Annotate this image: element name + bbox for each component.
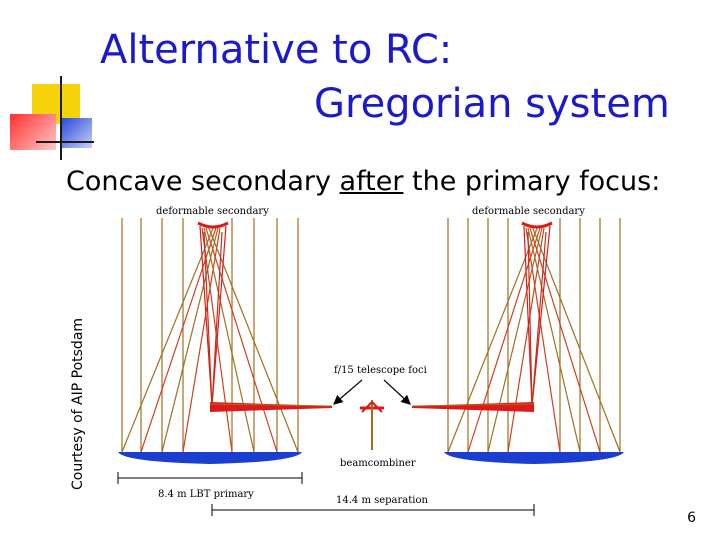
deco-pink-square [10,114,56,150]
foci-label: f/15 telescope foci [334,365,427,376]
right-secondary-mirror [521,221,553,229]
slide-subtitle: Concave secondary after the primary focu… [66,166,660,197]
left-converging-rays [121,225,299,453]
deco-horizontal-line [36,141,94,143]
title-line-1: Alternative to RC: [100,27,453,73]
title-line-2: Gregorian system [314,81,670,127]
right-relay-beam [411,402,535,412]
primary-dimension [117,472,303,484]
left-secondary-mirror [197,221,229,229]
separation-label: 14.4 m separation [336,495,428,506]
deco-blue-square [62,118,92,148]
right-converging-rays [447,225,621,453]
subtitle-part-1: Concave secondary [66,166,340,197]
separation-dimension [211,504,535,516]
right-incoming-rays [447,218,621,452]
combiner-label: beamcombiner [340,458,416,469]
right-secondary-label: deformable secondary [472,206,585,217]
primary-size-label: 8.4 m LBT primary [158,489,254,500]
deco-vertical-line [60,76,62,160]
left-primary-mirror [118,452,302,464]
right-primary-mirror [444,452,624,464]
slide-title: Alternative to RC: Gregorian system [0,0,720,140]
left-relay-beam [209,402,333,412]
page-number: 6 [687,510,696,526]
right-focus-arrow [383,379,411,405]
left-incoming-rays [121,218,299,452]
subtitle-part-2: the primary focus: [403,166,661,197]
subtitle-emphasis: after [339,166,404,197]
left-secondary-label: deformable secondary [156,206,269,217]
left-focus-arrow [333,379,363,405]
beam-combiner [360,400,384,450]
